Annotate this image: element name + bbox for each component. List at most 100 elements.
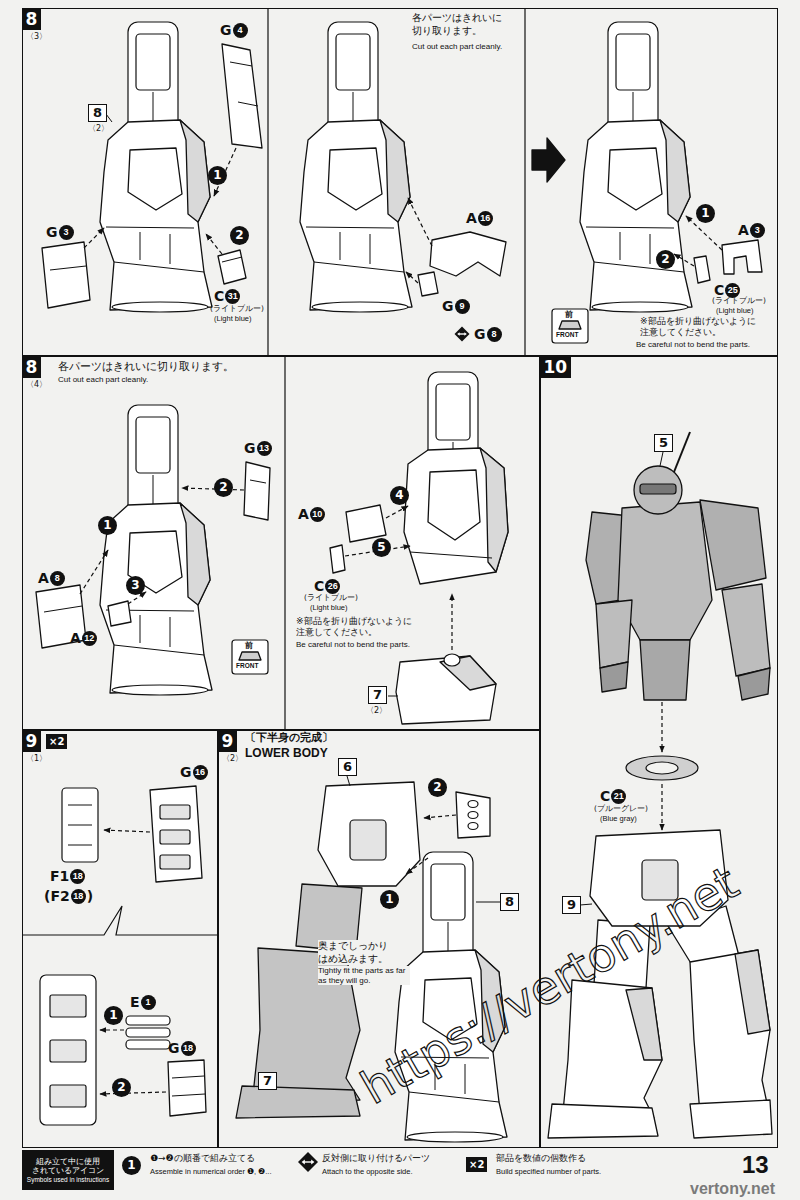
assembly-arrow bbox=[686, 216, 722, 250]
detail-line bbox=[114, 262, 204, 272]
foot bbox=[548, 1104, 658, 1138]
legend-title-en: Symbols used in instructions bbox=[27, 1176, 109, 1183]
step-reference: 6 bbox=[338, 758, 357, 776]
step-panel: 8〈4〉 bbox=[22, 356, 540, 730]
hand bbox=[600, 662, 628, 692]
callout-number: 1 bbox=[98, 516, 117, 535]
part-letter: F1 bbox=[50, 868, 69, 884]
part-number: 3 bbox=[750, 223, 765, 238]
shin-side bbox=[475, 950, 505, 1052]
diamond-shape bbox=[455, 327, 470, 342]
shin-side bbox=[626, 988, 662, 1060]
head bbox=[634, 466, 682, 514]
part-slot bbox=[160, 805, 190, 819]
part-letter: A bbox=[298, 506, 309, 522]
legend-text: ❶→❷の順番で組み立てる bbox=[150, 1153, 255, 1164]
frame-detail bbox=[431, 864, 465, 920]
part-letter: G bbox=[220, 22, 232, 38]
leader-line bbox=[106, 114, 112, 122]
shin bbox=[562, 980, 662, 1122]
assembly-arrow bbox=[408, 198, 432, 246]
part-piece bbox=[150, 786, 202, 882]
zoom-bubble bbox=[22, 906, 218, 935]
ankle-opening bbox=[312, 302, 408, 312]
hip-armor bbox=[456, 792, 490, 838]
part-number: 16 bbox=[478, 211, 493, 226]
leg-part bbox=[100, 22, 212, 312]
part-letter: A bbox=[70, 630, 81, 646]
assembly-arrow bbox=[451, 594, 452, 650]
part-letter: A bbox=[466, 210, 477, 226]
panel-divider bbox=[267, 8, 268, 356]
thigh bbox=[296, 884, 362, 952]
part-slot bbox=[50, 1040, 86, 1062]
assembly-arrow bbox=[100, 1092, 166, 1094]
part-slot bbox=[160, 855, 190, 869]
detail-line bbox=[230, 62, 252, 66]
knee-plate bbox=[328, 148, 382, 210]
assembly-arrow bbox=[128, 592, 146, 604]
diamond-arrow bbox=[311, 1160, 314, 1165]
part-number: 18 bbox=[181, 1041, 196, 1056]
pelvis bbox=[318, 782, 420, 886]
step-number: 9 bbox=[22, 730, 42, 752]
callout-number: 4 bbox=[390, 486, 409, 505]
part-letter: G bbox=[46, 224, 58, 240]
diamond-arrow bbox=[302, 1160, 305, 1165]
step-heading-en: LOWER BODY bbox=[245, 747, 328, 761]
part-number: 1 bbox=[141, 995, 156, 1010]
assembly-arrow bbox=[386, 506, 408, 518]
assembly-arrow bbox=[674, 254, 694, 266]
frame-detail bbox=[136, 417, 170, 473]
callout-number: 2 bbox=[656, 250, 675, 269]
instruction-note-en: Be careful not to bend the parts. bbox=[636, 340, 750, 349]
knee-plate bbox=[128, 531, 182, 593]
part-piece bbox=[330, 545, 345, 573]
front-shape bbox=[239, 652, 261, 660]
part-slot bbox=[50, 995, 86, 1017]
assembly-arrow bbox=[80, 550, 108, 594]
front-icon bbox=[552, 309, 588, 343]
ankle-opening bbox=[592, 302, 688, 312]
legend-note-en: Assemble in numerical order ❶, ❷... bbox=[150, 1168, 272, 1177]
frame-detail bbox=[136, 34, 170, 90]
shin-side bbox=[180, 120, 210, 222]
shin-side bbox=[380, 120, 410, 222]
part-number: 8 bbox=[487, 327, 502, 342]
leg-part bbox=[404, 372, 508, 584]
assembly-arrow bbox=[406, 272, 418, 283]
shin-armor bbox=[580, 120, 692, 310]
detail-line bbox=[340, 232, 341, 260]
instruction-note-en: Be careful not to bend the parts. bbox=[296, 640, 410, 649]
step-reference: 8 bbox=[88, 104, 107, 122]
color-note: (Light blue) bbox=[716, 307, 754, 316]
shin-side bbox=[660, 120, 690, 222]
step-reference: 9 bbox=[562, 896, 581, 914]
part-piece bbox=[222, 44, 262, 148]
substep-reference: 〈2〉 bbox=[88, 124, 109, 133]
visor bbox=[640, 484, 676, 494]
frame-part bbox=[62, 788, 98, 862]
caution-note: ※部品を折り曲げないように 注意してください。 bbox=[296, 616, 434, 639]
instruction-note-en: Cut out each part cleanly. bbox=[412, 42, 502, 51]
thigh-armor bbox=[404, 448, 508, 584]
part-number: 21 bbox=[611, 789, 626, 804]
detail-line bbox=[68, 845, 92, 846]
part-letter: C bbox=[600, 788, 610, 804]
detail-line bbox=[140, 615, 141, 643]
shin-armor bbox=[395, 950, 507, 1140]
detail-line bbox=[140, 232, 141, 260]
part-letter: E bbox=[130, 994, 140, 1010]
detail-line bbox=[170, 617, 171, 647]
capsule-part bbox=[126, 1016, 170, 1025]
hand bbox=[738, 668, 770, 700]
part-number: 12 bbox=[82, 631, 97, 646]
legend-note-en: Build specified number of parts. bbox=[496, 1168, 601, 1177]
leader-line bbox=[660, 452, 663, 466]
leg-part bbox=[100, 405, 212, 695]
step-panel: 10 bbox=[540, 356, 778, 1148]
part-piece bbox=[168, 1060, 206, 1116]
assembly-arrow bbox=[406, 858, 428, 874]
callout-number: 1 bbox=[104, 1006, 123, 1025]
